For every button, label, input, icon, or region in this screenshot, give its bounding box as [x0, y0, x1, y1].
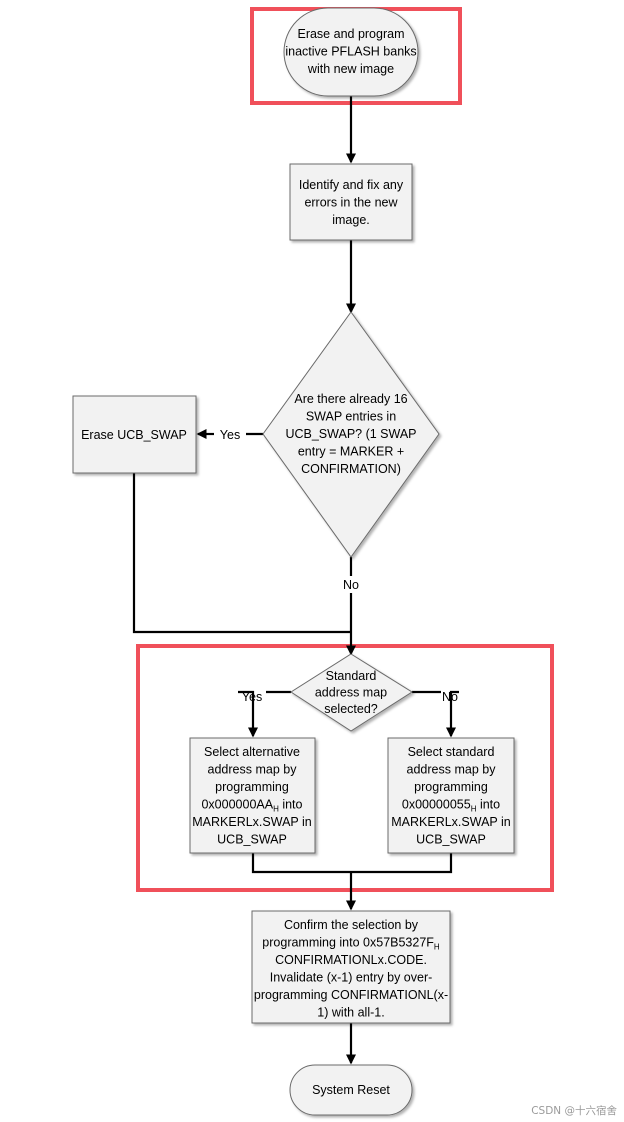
text-line: UCB_SWAP: [217, 833, 287, 847]
node-identify-shape: [289, 163, 413, 241]
highlight-box-selection: [136, 644, 554, 892]
text-line: programming into 0x57B5327FH​: [262, 936, 440, 952]
node-confirm-text: Confirm the selection by programming into…: [254, 918, 448, 1020]
connectors: [132, 96, 459, 1065]
text-line: Are there already 16: [294, 392, 407, 406]
node-erase-ucb: Erase UCB_SWAP: [72, 395, 197, 474]
edge-label-standard-no: No: [442, 690, 458, 704]
text-line: Identify and fix any: [299, 178, 404, 192]
node-reset: System Reset: [289, 1064, 413, 1116]
text-line: address map by: [208, 763, 298, 777]
node-decision16: Are there already 16 SWAP entries in UCB_S…: [262, 311, 440, 558]
text-line: programming: [414, 780, 488, 794]
node-select-std-text: Select standard address map by programming…: [391, 745, 511, 847]
node-standard-q: Standard address map selected?: [290, 653, 413, 732]
text-line: Select alternative: [204, 745, 300, 759]
subscript: H: [434, 943, 440, 952]
node-select-alt-shape: [189, 737, 316, 854]
node-identify-text: Identify and fix any errors in the new ima…: [299, 178, 404, 227]
node-confirm: Confirm the selection by programming into…: [251, 910, 451, 1024]
watermark: CSDN @十六宿舍: [531, 1104, 617, 1117]
subscript: H: [273, 805, 279, 814]
text-line: address map: [315, 686, 387, 700]
text-line: Standard: [326, 669, 377, 683]
text-line: CONFIRMATION): [301, 462, 401, 476]
text-line: with new image: [307, 62, 394, 76]
text-run: into: [279, 798, 303, 812]
edge-label-decision-yes: Yes: [220, 428, 240, 442]
text-line: UCB_SWAP: [416, 833, 486, 847]
text-line: Invalidate (x-1) entry by over-: [270, 971, 433, 985]
text-line: Select standard: [408, 745, 495, 759]
text-run: programming into 0x57B5327F: [262, 936, 434, 950]
text-line: System Reset: [312, 1083, 390, 1097]
text-line: address map by: [407, 763, 497, 777]
node-standard-q-shape: [290, 653, 413, 732]
node-select-std: Select standard address map by programming…: [387, 737, 515, 854]
text-line: Erase UCB_SWAP: [81, 428, 187, 442]
text-line: SWAP entries in: [306, 410, 396, 424]
edge-erase-merge: [132, 473, 351, 634]
node-erase-ucb-text: Erase UCB_SWAP: [81, 428, 187, 442]
text-line: entry = MARKER +: [298, 445, 404, 459]
node-select-alt-text: Select alternative address map by programm…: [192, 745, 312, 847]
text-line: image.: [332, 213, 370, 227]
text-line: MARKERLx.SWAP in: [192, 815, 312, 829]
edge-standard-yes-arrow: [238, 690, 258, 738]
node-decision16-shape: [262, 311, 440, 558]
text-line: CONFIRMATIONLx.CODE.: [275, 953, 427, 967]
subscript: H: [471, 805, 477, 814]
text-line: 0x000000AAH​ into: [201, 798, 302, 814]
node-start: Erase and program inactive PFLASH banks wi…: [283, 7, 419, 97]
text-line: 0x00000055H​ into: [402, 798, 500, 814]
edge-standard-no-arrow: [446, 690, 459, 738]
node-reset-text: System Reset: [312, 1083, 390, 1097]
edge-alt-merge: [251, 853, 453, 874]
edge-label-decision-no: No: [343, 578, 359, 592]
text-line: programming: [215, 780, 289, 794]
node-start-shape: [283, 7, 419, 97]
node-standard-q-text: Standard address map selected?: [315, 669, 387, 716]
text-run: into: [476, 798, 500, 812]
node-erase-ucb-shape: [72, 395, 197, 474]
text-line: MARKERLx.SWAP in: [391, 815, 511, 829]
text-run: 0x00000055: [402, 798, 471, 812]
text-run: 0x000000AA: [201, 798, 273, 812]
text-line: errors in the new: [304, 196, 398, 210]
text-line: 1) with all-1.: [317, 1006, 384, 1020]
node-confirm-shape: [251, 910, 451, 1024]
node-identify: Identify and fix any errors in the new ima…: [289, 163, 413, 241]
text-line: selected?: [324, 702, 378, 716]
text-line: Erase and program: [297, 27, 404, 41]
node-select-std-shape: [387, 737, 515, 854]
node-reset-shape: [289, 1064, 413, 1116]
text-line: programming CONFIRMATIONL(x-: [254, 988, 448, 1002]
node-select-alt: Select alternative address map by programm…: [189, 737, 316, 854]
text-line: inactive PFLASH banks: [285, 45, 416, 59]
text-line: Confirm the selection by: [284, 918, 419, 932]
text-line: UCB_SWAP? (1 SWAP: [285, 427, 416, 441]
edge-label-standard-yes: Yes: [242, 690, 262, 704]
node-decision16-text: Are there already 16 SWAP entries in UCB_S…: [285, 392, 416, 476]
node-start-text: Erase and program inactive PFLASH banks wi…: [285, 27, 416, 76]
